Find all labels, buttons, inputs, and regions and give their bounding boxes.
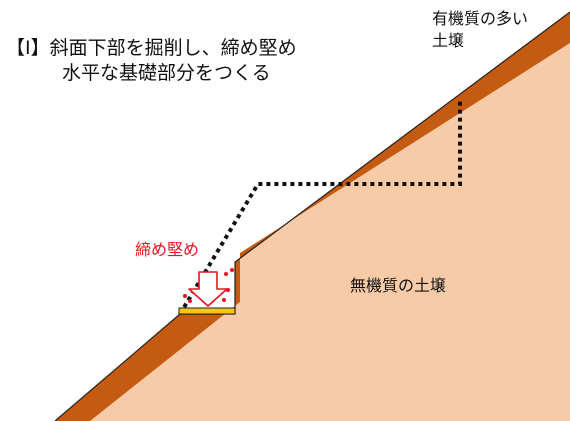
original-surface-dotted-line — [178, 100, 462, 316]
down-arrow-icon — [188, 271, 228, 307]
organic-soil-label: 有機質の多い 土壌 — [432, 8, 528, 52]
title-line-2: 水平な基礎部分をつくる — [62, 62, 271, 84]
compaction-marks — [183, 268, 234, 303]
organic-soil-layer — [55, 12, 570, 421]
organic-soil-label-line-1: 有機質の多い — [432, 9, 529, 28]
organic-soil-label-line-2: 土壌 — [432, 31, 465, 50]
title-line-1: 【Ⅰ】斜面下部を掘削し、締め堅め — [6, 37, 297, 59]
inorganic-soil-layer — [90, 43, 570, 421]
diagram-title: 【Ⅰ】斜面下部を掘削し、締め堅め 水平な基礎部分をつくる — [6, 36, 297, 86]
compaction-label: 締め堅め — [135, 240, 200, 259]
inorganic-soil-label: 無機質の土壌 — [350, 276, 447, 295]
foundation-pad — [178, 307, 236, 315]
